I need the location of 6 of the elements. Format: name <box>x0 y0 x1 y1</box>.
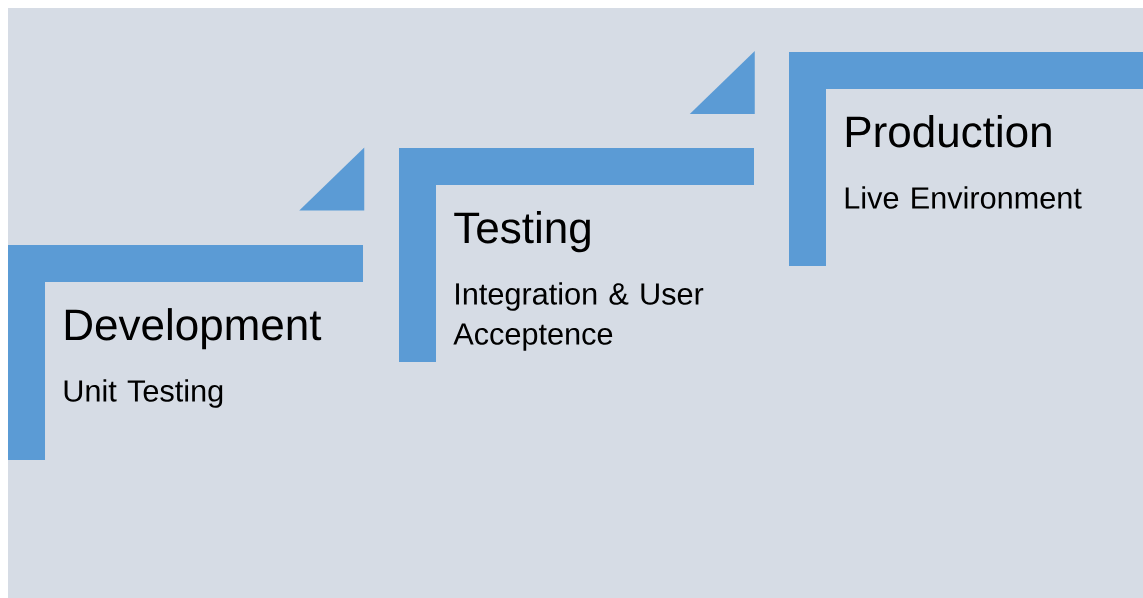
step-title: Production <box>846 115 1051 148</box>
step-description: Integration & User Acceptence <box>453 282 704 351</box>
step-description: Live Environment <box>845 186 1082 209</box>
step-title: Development <box>65 308 322 350</box>
step-description: Unit Testing <box>64 379 223 408</box>
step-title: Testing <box>454 211 590 253</box>
